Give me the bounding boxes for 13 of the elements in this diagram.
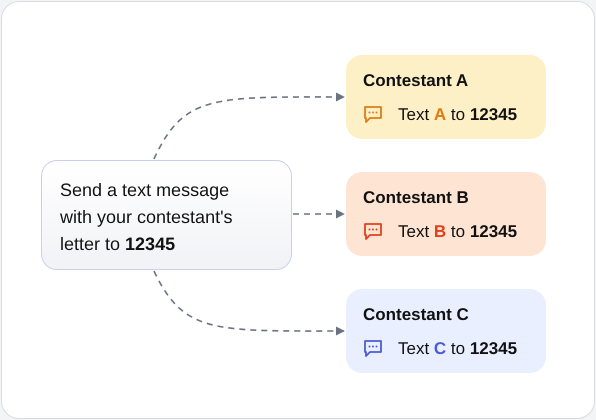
instruction-text: Text C to 12345 <box>398 339 518 359</box>
option-title: Contestant B <box>363 188 469 208</box>
option-card <box>346 55 546 139</box>
option-card <box>346 289 546 373</box>
instruction-text: Text B to 12345 <box>398 222 518 242</box>
instruction-text: Text A to 12345 <box>398 105 518 125</box>
dashed-arrow <box>153 270 345 336</box>
dashed-arrow <box>293 210 345 218</box>
option-card <box>346 172 546 256</box>
option-title: Contestant C <box>363 305 469 325</box>
message-box: Send a text message with your contestant's letter to 12345 <box>41 160 292 270</box>
dashed-arrow <box>153 92 345 160</box>
option-title: Contestant A <box>363 71 468 91</box>
